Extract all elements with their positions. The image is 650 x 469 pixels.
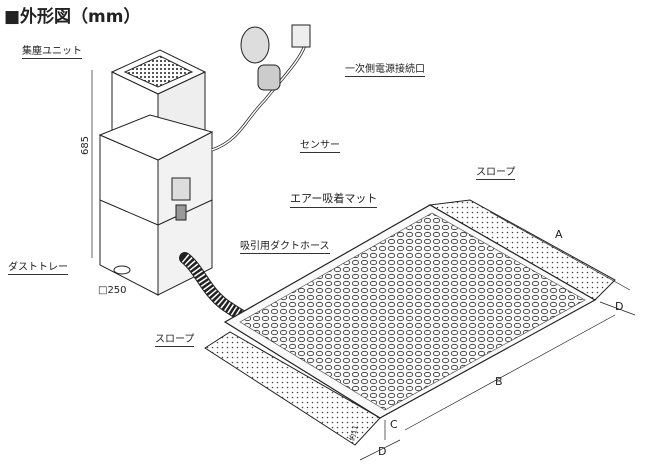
label-height: 685 [80, 135, 92, 156]
label-dust-tray: ダストトレー [8, 258, 68, 275]
label-width: □250 [98, 285, 127, 296]
dim-b: B [495, 375, 503, 388]
dim-a: A [555, 228, 563, 241]
dim-c: C [390, 418, 398, 431]
label-slope-bottom: スロープ [155, 330, 195, 347]
diagram-title: ■外形図（mm） [4, 7, 141, 27]
dim-d-bottom: D [378, 445, 387, 458]
label-slope-top: スロープ [476, 163, 516, 180]
label-dust-unit: 集塵ユニット [22, 42, 82, 59]
label-hose: 吸引用ダクトホース [240, 237, 330, 254]
label-mat: エアー吸着マット [290, 190, 378, 208]
dust-unit [98, 49, 214, 296]
dim-d-right: D [615, 300, 624, 313]
label-power-inlet: 一次側電源接続口 [345, 60, 425, 77]
label-sensor: センサー [300, 136, 340, 153]
